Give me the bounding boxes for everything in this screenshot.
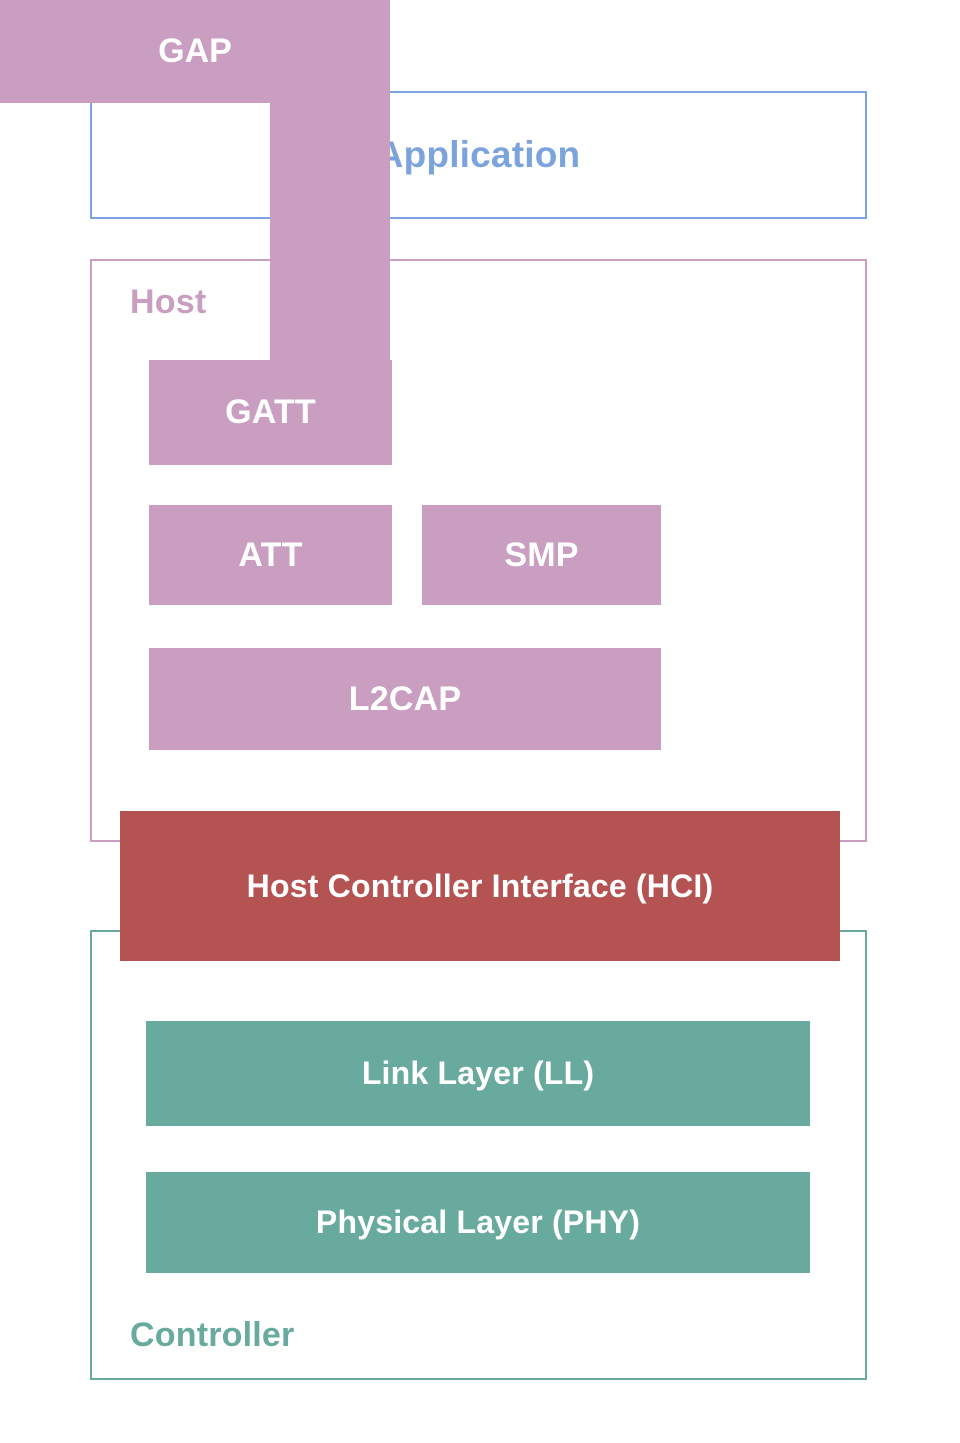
block-hci-label: Host Controller Interface (HCI) (246, 867, 714, 904)
block-gatt-label: GATT (225, 393, 316, 431)
block-l2cap: L2CAP (149, 648, 661, 750)
block-link-layer-label: Link Layer (LL) (361, 1055, 595, 1091)
block-gap-right-column (270, 0, 390, 390)
block-link-layer: Link Layer (LL) (146, 1021, 810, 1126)
controller-layer-box (90, 930, 867, 1380)
host-layer-label: Host (130, 283, 207, 321)
block-host-controller-interface: Host Controller Interface (HCI) (120, 811, 840, 961)
block-l2cap-label: L2CAP (348, 679, 462, 718)
block-physical-layer: Physical Layer (PHY) (146, 1172, 810, 1273)
block-smp-label: SMP (504, 535, 579, 574)
application-layer-label: Application (376, 134, 581, 175)
application-layer-box (90, 91, 867, 219)
block-gap: GAP (0, 0, 390, 390)
block-physical-layer-label: Physical Layer (PHY) (315, 1204, 641, 1240)
block-gap-label: GAP (158, 32, 232, 70)
block-att-label: ATT (238, 535, 303, 574)
block-smp: SMP (422, 505, 661, 605)
block-att: ATT (149, 505, 392, 605)
controller-layer-label: Controller (130, 1316, 295, 1354)
